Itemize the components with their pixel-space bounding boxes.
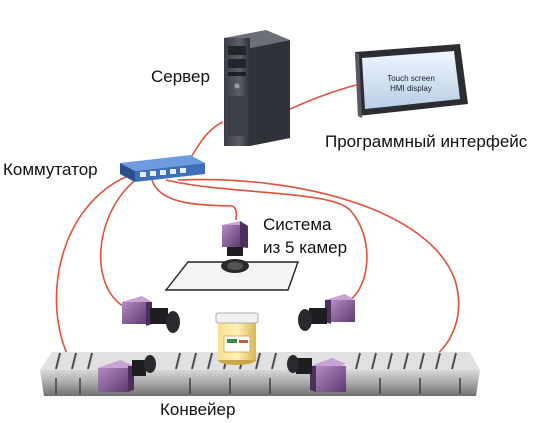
cable-switch-left-top-camera <box>99 177 139 311</box>
server-tower-icon <box>224 30 290 146</box>
switch-label: Коммутатор <box>3 160 98 179</box>
hmi-screen-text: Touch screen HMI display <box>372 74 450 94</box>
hmi-screen-line1: Touch screen <box>387 74 435 83</box>
camera-icon <box>221 221 249 273</box>
cable-switch-right-top-camera <box>165 179 368 301</box>
camera-icon <box>98 355 156 392</box>
camera-icon <box>122 296 180 333</box>
server-label: Сервер <box>151 67 210 86</box>
cable-switch-center-camera <box>151 179 238 221</box>
interface-label: Программный интерфейс <box>325 132 528 151</box>
cable-switch-left-bottom-camera <box>55 175 129 380</box>
hmi-screen-line2: HMI display <box>390 84 432 93</box>
network-switch-icon <box>120 155 205 182</box>
camera-icon <box>287 355 346 392</box>
conveyor-label: Конвейер <box>160 400 236 419</box>
monitor-icon <box>355 44 468 118</box>
cable-switch-server <box>187 121 224 163</box>
jar-icon <box>215 312 259 365</box>
inspection-platform <box>164 261 299 291</box>
camera-system-label-line1: Система <box>263 215 332 234</box>
camera-icon <box>298 294 355 331</box>
camera-system-label-line2: из 5 камер <box>263 238 348 257</box>
